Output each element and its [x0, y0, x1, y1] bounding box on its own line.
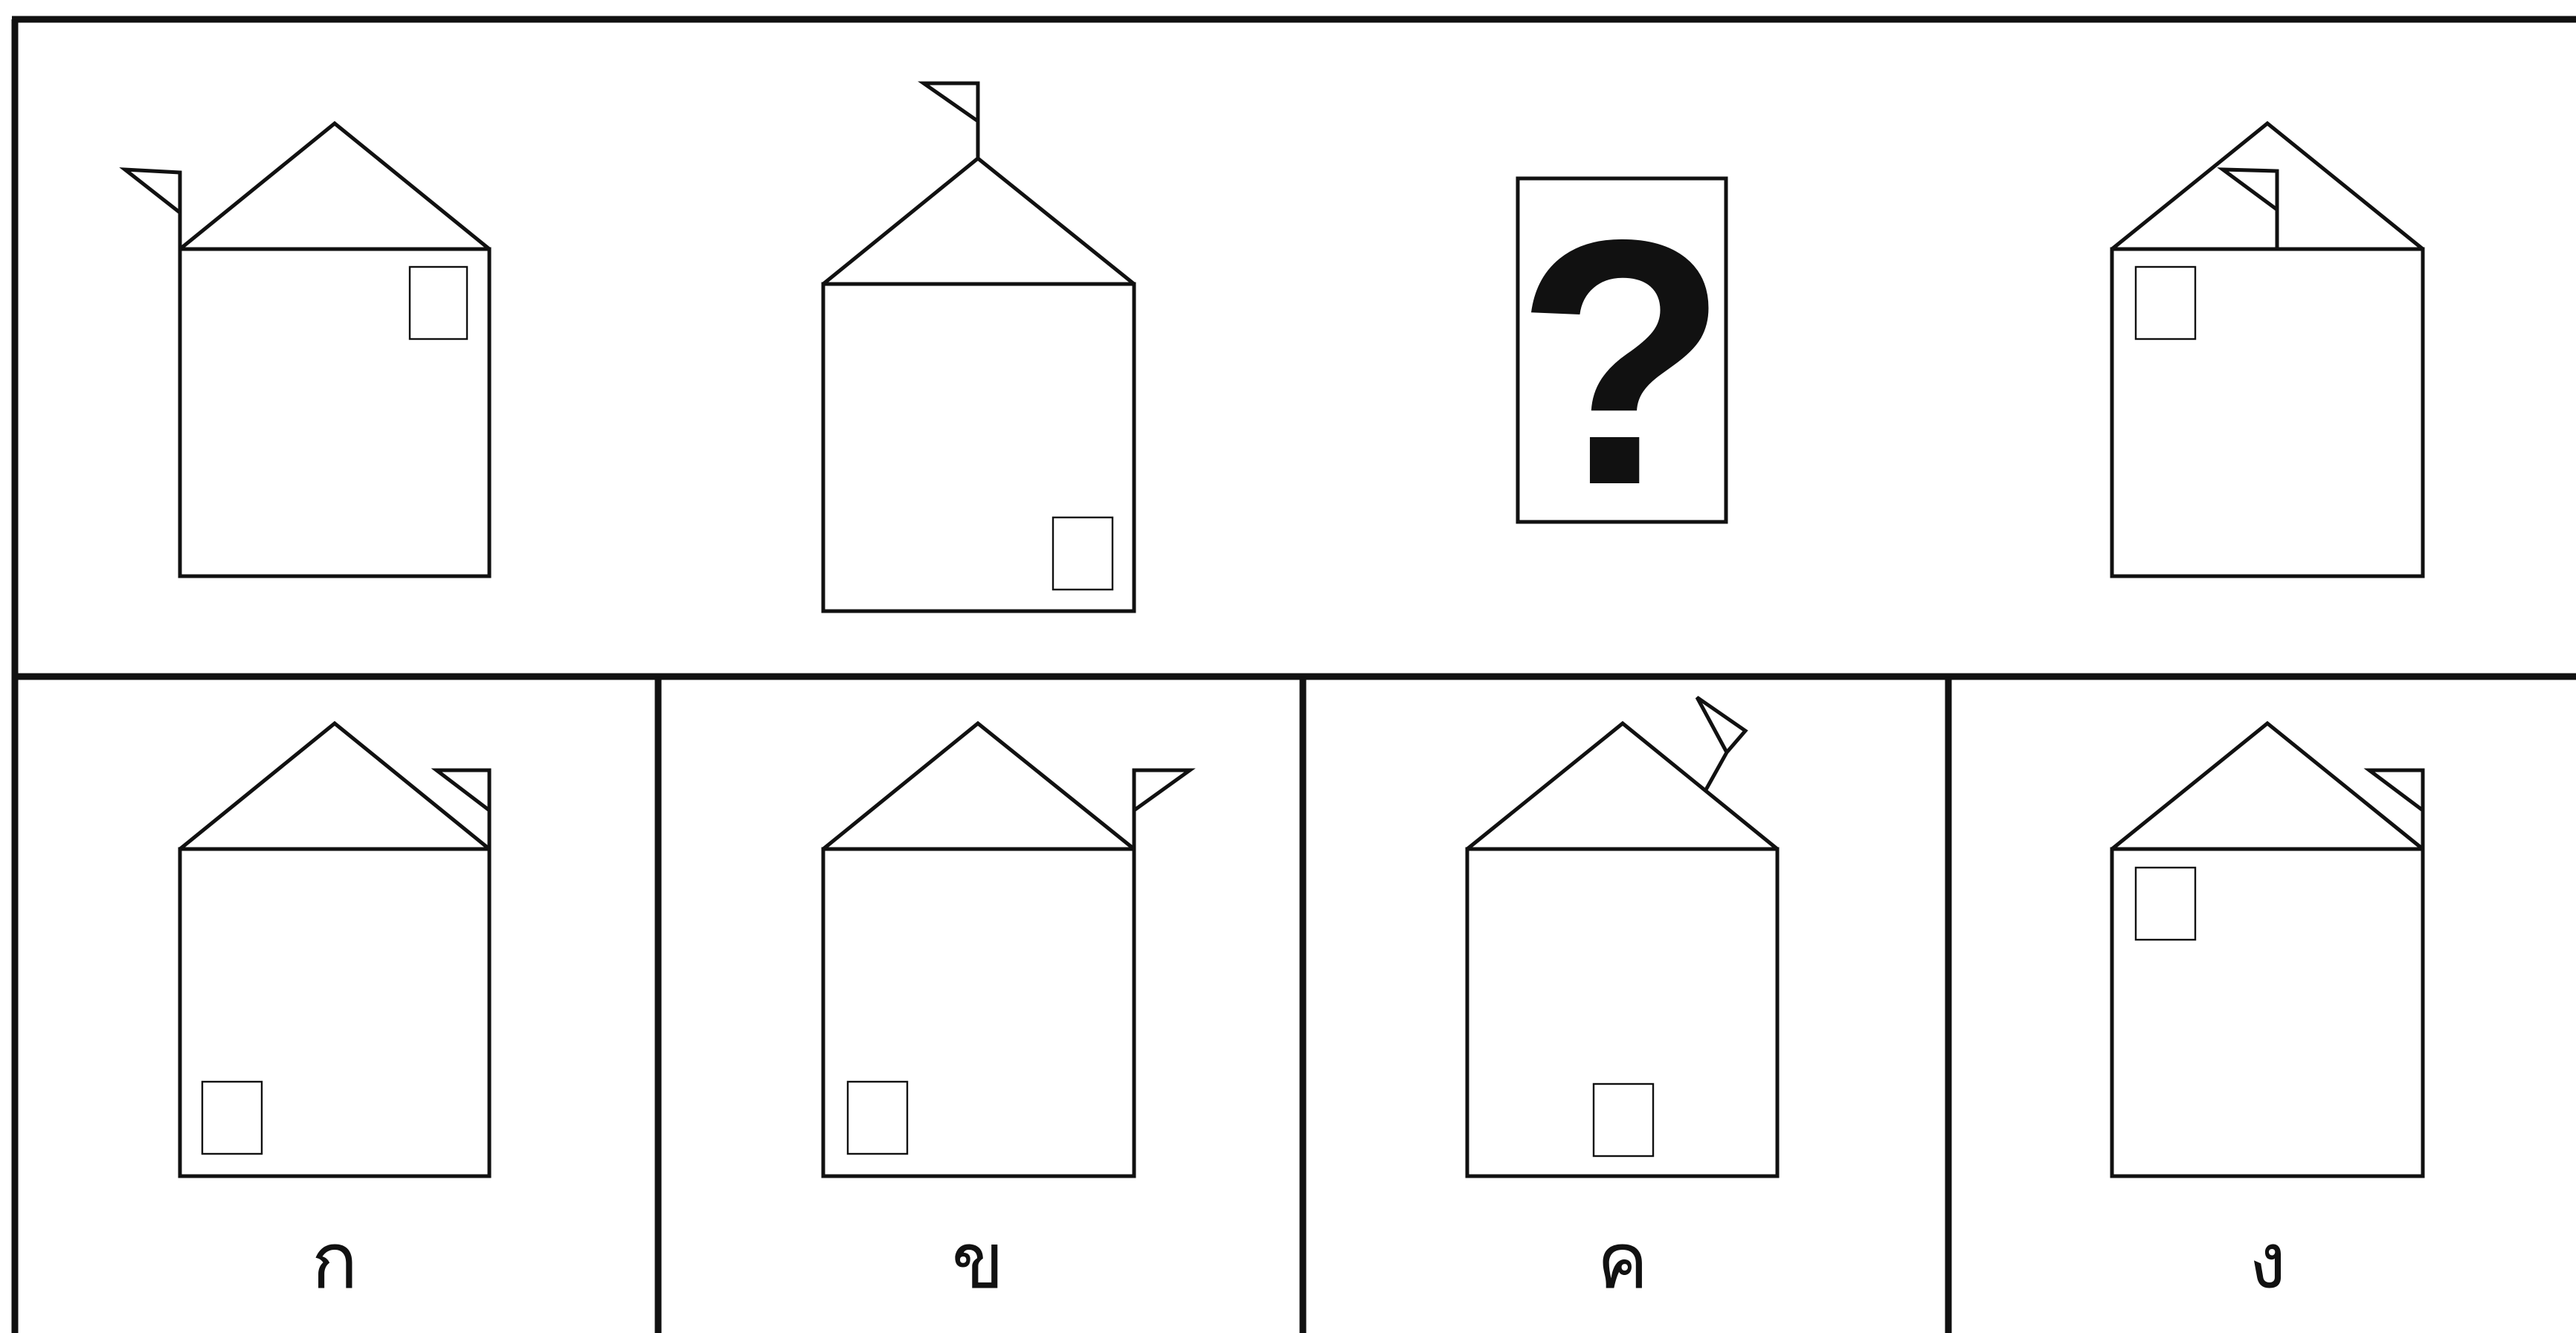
flag-icon	[125, 170, 180, 249]
option-c[interactable]: ค	[1467, 697, 1777, 1306]
sequence-house-2	[823, 83, 1134, 611]
option-b[interactable]: ข	[823, 723, 1190, 1306]
option-a[interactable]: ก	[180, 723, 489, 1306]
house-wall	[2112, 849, 2423, 1176]
house-roof	[823, 723, 1134, 849]
flag-icon	[2369, 770, 2423, 849]
house-roof	[823, 158, 1134, 284]
house-roof	[2112, 723, 2423, 849]
option-label: ค	[1597, 1216, 1649, 1306]
house-roof	[2112, 123, 2423, 249]
house-wall	[1467, 849, 1777, 1176]
window	[1594, 1084, 1653, 1156]
window	[202, 1082, 262, 1154]
option-label: ง	[2249, 1216, 2287, 1306]
house-wall	[823, 284, 1134, 611]
house-wall	[180, 249, 489, 576]
option-label: ข	[951, 1216, 1004, 1306]
flag-icon	[1134, 770, 1190, 849]
sequence-house-1	[125, 123, 489, 576]
window	[1053, 517, 1112, 590]
house-roof	[180, 723, 489, 849]
missing-item-card: ?	[1515, 167, 1728, 558]
panel-borders	[12, 19, 2576, 1333]
question-row: ?	[125, 83, 2423, 611]
window	[2136, 267, 2195, 339]
flag-icon	[924, 83, 978, 158]
house-wall	[823, 849, 1134, 1176]
house-roof	[1467, 723, 1777, 849]
sequence-house-4	[2112, 123, 2423, 576]
window	[848, 1082, 907, 1154]
window	[2136, 868, 2195, 940]
option-d[interactable]: ง	[2112, 723, 2423, 1306]
flag-icon	[437, 770, 489, 849]
flag-icon	[1697, 697, 1745, 791]
option-label: ก	[312, 1216, 358, 1306]
window	[410, 267, 467, 339]
house-wall	[180, 849, 489, 1176]
house-roof	[180, 123, 489, 249]
flag-icon	[2223, 170, 2277, 249]
house-wall	[2112, 249, 2423, 576]
question-mark: ?	[1515, 167, 1728, 558]
